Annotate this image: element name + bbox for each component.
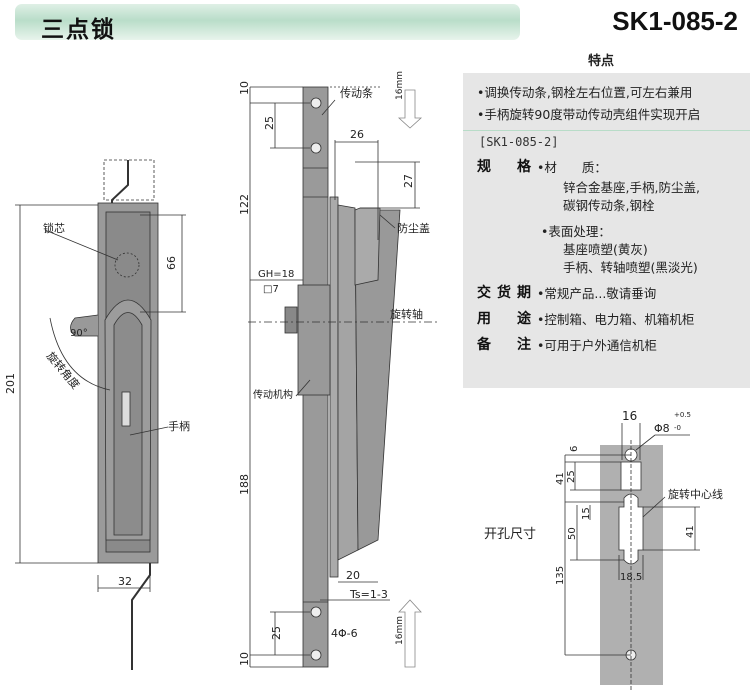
dim-cover-width: 26	[350, 128, 364, 141]
spec-label-note: 备注	[477, 337, 531, 353]
dim-hole-pitch-bottom: 25	[270, 626, 283, 640]
dim-width: 32	[118, 575, 132, 588]
label-mechanism: 传动机构	[253, 388, 293, 401]
header-bar: 三点锁	[15, 4, 520, 43]
dim-square: □7	[263, 284, 279, 295]
dim-6: 6	[569, 446, 580, 452]
spec-value: 锌合金基座,手柄,防尘盖,	[563, 180, 700, 195]
feature-item: •调换传动条,钢栓左右位置,可左右兼用	[477, 85, 693, 100]
dim-25: 25	[566, 470, 577, 483]
label-stroke-bottom: 16mm	[395, 616, 405, 645]
dim-41b: 41	[685, 525, 696, 538]
label-handle: 手柄	[168, 419, 190, 433]
dim-cover-height: 27	[402, 174, 415, 188]
spec-code: [SK1-085-2]	[479, 135, 559, 149]
spec-value: •可用于户外通信机柜	[537, 338, 657, 353]
label-core: 锁芯	[43, 221, 65, 235]
dim-holes: 4Φ-6	[331, 627, 358, 640]
dim-135: 135	[555, 566, 566, 585]
label-angle: 90°	[70, 328, 88, 339]
dim-upper: 122	[238, 194, 251, 215]
spec-value: 手柄、转轴喷塑(黑淡光)	[563, 260, 698, 275]
spec-label-usage: 用途	[477, 311, 531, 327]
dim-hole-pitch-top: 25	[263, 116, 276, 130]
dim-tol-minus: -0	[674, 424, 681, 432]
product-title: 三点锁	[41, 17, 116, 43]
label-cover: 防尘盖	[397, 221, 430, 235]
dim-lower: 188	[238, 474, 251, 495]
dim-ts: Ts=1-3	[349, 588, 388, 601]
cutout-view	[564, 423, 700, 690]
spec-value: •控制箱、电力箱、机箱机柜	[537, 312, 695, 327]
label-center-line: 旋转中心线	[668, 487, 723, 501]
divider	[463, 130, 750, 131]
dim-core-offset: 66	[165, 256, 178, 270]
spec-value: •表面处理：	[541, 224, 611, 239]
dim-tol-plus: +0.5	[674, 411, 691, 419]
dim-cut-width: 16	[622, 409, 637, 423]
dim-top-gap: 10	[238, 81, 251, 95]
dim-50: 50	[567, 527, 578, 540]
dim-15: 15	[581, 507, 592, 520]
dim-41a: 41	[555, 472, 566, 485]
spec-value: •材 质：	[537, 160, 607, 175]
cutout-title: 开孔尺寸	[484, 527, 536, 542]
dim-height: 201	[4, 373, 17, 394]
label-bar: 传动条	[340, 86, 373, 100]
spec-label-delivery: 交货期	[477, 285, 531, 301]
spec-value: 基座喷塑(黄灰)	[563, 242, 648, 257]
front-view	[15, 159, 186, 670]
dim-gh: GH=18	[258, 269, 294, 280]
spec-value: 碳钢传动条,钢栓	[563, 198, 655, 213]
dim-18-5: 18.5	[620, 572, 642, 583]
model-number: SK1-085-2	[612, 6, 738, 36]
dim-bottom-gap: 10	[238, 652, 251, 666]
features-heading: 特点	[588, 54, 615, 69]
label-stroke-top: 16mm	[395, 71, 405, 100]
feature-item: •手柄旋转90度带动传动壳组件实现开启	[477, 107, 701, 122]
side-view	[248, 86, 440, 668]
spec-panel: •调换传动条,钢栓左右位置,可左右兼用 •手柄旋转90度带动传动壳组件实现开启 …	[463, 73, 750, 388]
dim-depth: 20	[346, 569, 360, 582]
dim-hole: Φ8	[654, 422, 670, 435]
spec-label-spec: 规格	[477, 159, 531, 175]
spec-value: •常规产品...敬请垂询	[537, 286, 657, 301]
label-shaft: 旋转轴	[390, 307, 423, 321]
